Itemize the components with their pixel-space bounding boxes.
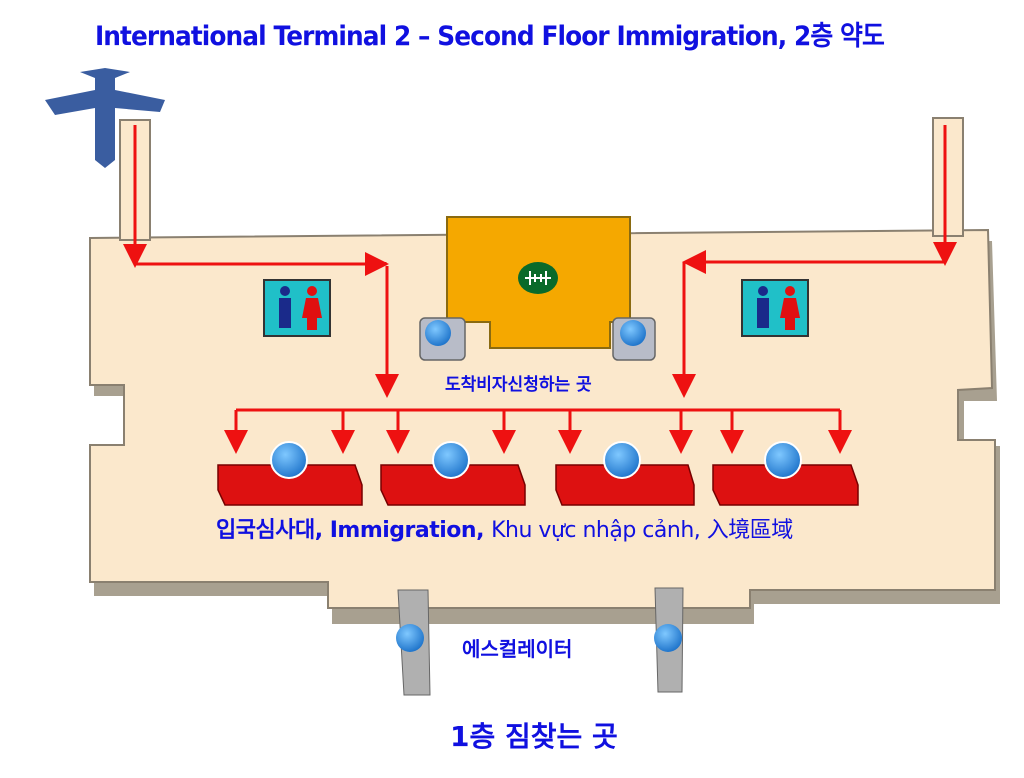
airplane-icon bbox=[45, 68, 165, 168]
restroom-icon bbox=[741, 279, 809, 337]
immigration-counter bbox=[712, 441, 859, 506]
immigration-ko: 입국심사대, bbox=[216, 518, 323, 543]
immigration-en: Immigration, bbox=[329, 518, 485, 543]
immigration-counter bbox=[555, 441, 695, 506]
visa-on-arrival-label: 도착비자신청하는 곳 bbox=[445, 375, 592, 395]
escalator-icon bbox=[419, 317, 466, 361]
escalator-icon bbox=[654, 587, 684, 693]
route-arrows bbox=[123, 125, 957, 454]
restroom-icon bbox=[263, 279, 331, 337]
immigration-counter bbox=[217, 441, 363, 506]
escalator-icon bbox=[396, 589, 431, 696]
right-corridor bbox=[932, 117, 964, 237]
immigration-counter bbox=[380, 441, 526, 506]
escalator-label: 에스컬레이터 bbox=[462, 637, 573, 661]
escalator-icon bbox=[612, 317, 656, 361]
immigration-label: 입국심사대, Immigration, Khu vực nhập cảnh, 入… bbox=[216, 512, 793, 544]
visa-office-icon bbox=[446, 216, 631, 349]
first-floor-label: 1층 짐찾는 곳 bbox=[450, 720, 618, 753]
page-title: International Terminal 2 – Second Floor … bbox=[94, 21, 885, 52]
immigration-vi-zh: Khu vực nhập cảnh, 入境區域 bbox=[491, 518, 793, 543]
